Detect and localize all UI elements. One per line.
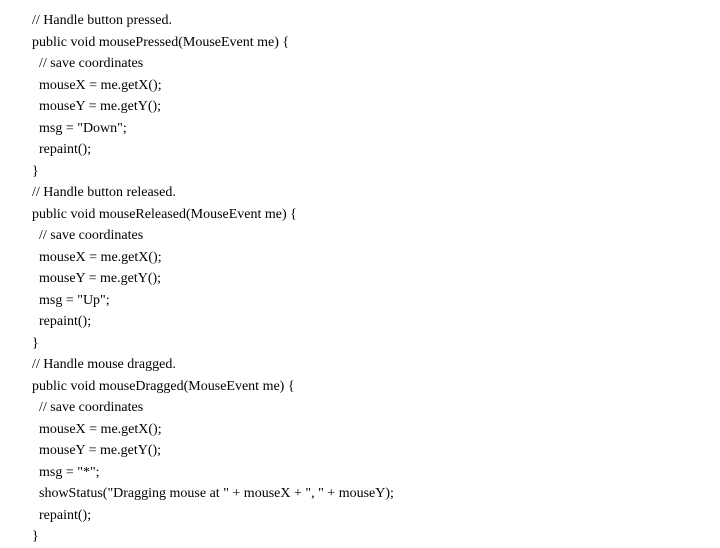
code-line: mouseY = me.getY(); [32,443,162,458]
code-line: // Handle mouse dragged. [32,357,176,372]
code-line: // save coordinates [32,228,144,243]
code-line: repaint(); [32,142,92,157]
code-line: mouseX = me.getX(); [32,77,162,93]
code-line: repaint(); [32,314,92,329]
code-line: public void mouseReleased(MouseEvent me)… [32,206,297,222]
code-line: // Handle button pressed. [32,13,172,28]
code-line: showStatus("Dragging mouse at " + mouseX… [32,486,394,501]
code-line: msg = "Down"; [32,120,127,136]
code-line: } [32,335,39,351]
code-line: repaint(); [32,507,92,523]
code-line: } [32,529,39,544]
code-line: msg = "Up"; [32,292,110,308]
code-line: mouseY = me.getY(); [32,271,162,286]
code-line: public void mouseDragged(MouseEvent me) … [32,378,295,394]
code-line: msg = "*"; [32,464,100,480]
code-line: // save coordinates [32,56,144,71]
code-line: mouseX = me.getX(); [32,421,162,437]
code-line: public void mousePressed(MouseEvent me) … [32,34,290,50]
code-line: // Handle button released. [32,185,176,200]
code-line: // save coordinates [32,400,144,415]
code-line: } [32,163,39,179]
code-line: mouseX = me.getX(); [32,249,162,265]
code-listing: // Handle button pressed. public void mo… [32,10,712,548]
code-line: mouseY = me.getY(); [32,99,162,114]
